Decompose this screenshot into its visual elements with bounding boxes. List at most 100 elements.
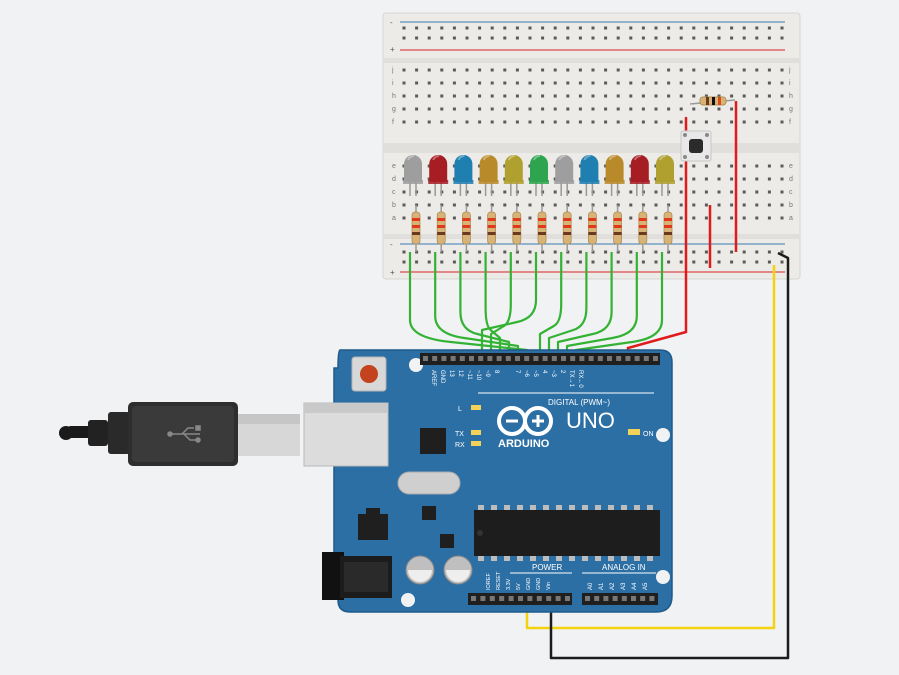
row-letter: j [391, 67, 394, 74]
row-letter: b [392, 202, 396, 209]
signal-wire [547, 252, 588, 359]
power-label: POWER [532, 563, 562, 572]
digital-pin-label: 7 [514, 370, 520, 374]
resistor [663, 205, 673, 252]
row-letter: i [789, 80, 791, 87]
resistor [537, 205, 547, 252]
digital-pin-label: ~5 [532, 370, 538, 378]
led [655, 155, 675, 184]
rail-plus-top: + [390, 45, 395, 54]
row-letter: c [789, 189, 793, 196]
crystal [397, 471, 461, 495]
digital-pin-label: 12 [457, 370, 463, 377]
led [403, 155, 423, 184]
digital-pin-label: 2 [559, 370, 565, 374]
on-label: ON [643, 431, 654, 438]
resistor [436, 205, 446, 252]
resistor [461, 205, 471, 252]
power-pin-label: 5V [516, 583, 522, 590]
mounting-hole [656, 428, 670, 442]
row-letter: c [392, 189, 396, 196]
usb-socket [303, 402, 389, 467]
regulator [358, 514, 388, 540]
resistor [562, 205, 572, 252]
resistor [588, 205, 597, 252]
digital-pin-label: 8 [493, 370, 499, 374]
digital-pin-label: ~9 [484, 370, 490, 378]
power-pin-label: 3.3V [506, 578, 512, 590]
resistor [512, 205, 522, 252]
signal-wire [434, 252, 520, 359]
usb-cable [59, 402, 300, 466]
digital-pin-label: 13 [448, 370, 454, 377]
tx-label: TX [455, 431, 464, 438]
rail-plus-bottom: + [390, 268, 395, 277]
digital-pin-label: RX←0 [577, 370, 583, 388]
analog-pin-label: A3 [621, 582, 627, 590]
mounting-hole [409, 358, 423, 372]
arduino-logo [497, 406, 553, 436]
row-letter: a [789, 215, 793, 222]
row-letter: f [789, 119, 791, 126]
rx-label: RX [455, 442, 465, 449]
resistor [411, 205, 421, 252]
resistor [487, 205, 497, 252]
usb-chip [420, 428, 446, 454]
led [529, 155, 549, 184]
analog-header [582, 593, 658, 605]
row-letter: j [788, 67, 791, 74]
capacitors [405, 555, 473, 585]
rail-minus-top: - [390, 18, 393, 27]
signal-wire [408, 252, 529, 359]
digital-pin-label: ~10 [475, 370, 481, 381]
digital-pin-label: AREF [430, 370, 436, 386]
push-button[interactable] [680, 130, 712, 162]
led [579, 155, 600, 184]
led [604, 155, 625, 184]
power-jack [322, 552, 392, 600]
rail-minus-bottom: - [390, 240, 393, 249]
power-wire [525, 265, 776, 630]
signal-wires [408, 252, 664, 359]
mounting-hole [401, 593, 415, 607]
row-letter: b [789, 202, 793, 209]
led [478, 155, 499, 184]
model-label: UNO [566, 408, 615, 433]
mounting-hole [656, 570, 670, 584]
row-letter: g [789, 106, 793, 113]
row-letter: h [392, 93, 396, 100]
led [453, 155, 474, 184]
led [629, 155, 650, 184]
l-label: L [458, 406, 462, 413]
analog-pin-label: A0 [588, 582, 594, 590]
pullup-resistor [689, 96, 736, 106]
power-pin-label: RESET [496, 571, 502, 590]
row-letter: h [789, 93, 793, 100]
row-letter: e [392, 163, 396, 170]
row-letter: d [789, 176, 793, 183]
led [428, 155, 449, 184]
digital-pin-label: ~3 [550, 370, 556, 378]
signal-wire [484, 252, 502, 359]
power-pin-label: Vin [546, 582, 552, 590]
small-chip [422, 506, 436, 520]
analog-pin-label: A2 [610, 582, 616, 590]
resistor [613, 205, 622, 252]
digital-pin-label: TX→1 [568, 370, 574, 388]
digital-header [420, 353, 660, 365]
digital-pin-label: GND [439, 370, 445, 384]
analog-label: ANALOG IN [602, 563, 646, 572]
led [554, 155, 575, 184]
signal-wire [459, 252, 511, 359]
power-pin-label: IOREF [486, 573, 492, 590]
digital-pin-label: ~6 [523, 370, 529, 378]
usb-icon [167, 425, 201, 443]
analog-pin-label: A1 [599, 582, 605, 590]
brand-label: ARDUINO [498, 438, 550, 450]
led [503, 155, 524, 184]
digital-pin-label: ~11 [466, 370, 472, 380]
power-pin-label: GND [536, 578, 542, 590]
led-row [403, 155, 675, 196]
